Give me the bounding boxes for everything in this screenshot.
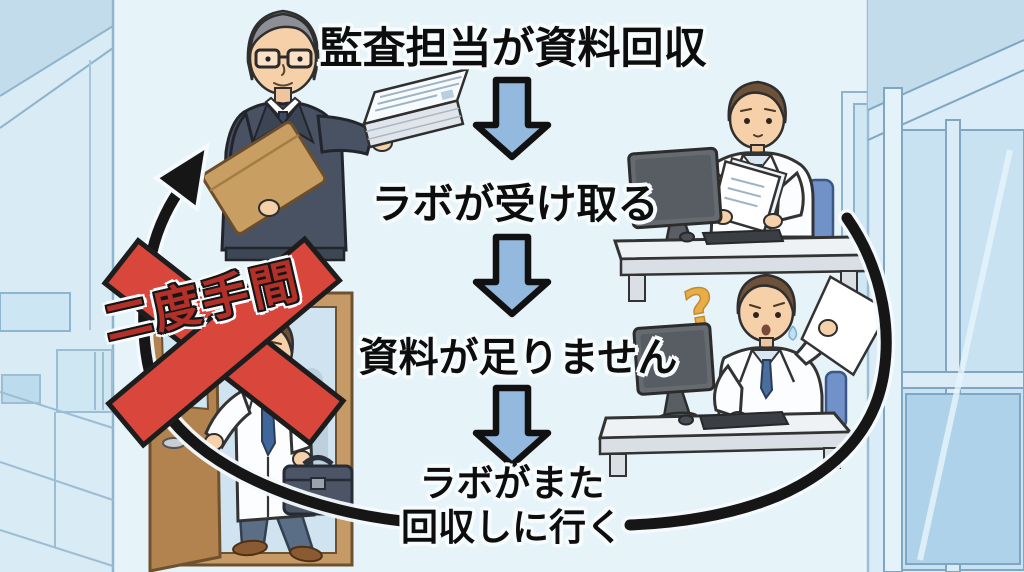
- step-label-line2: 回収しに行く: [401, 505, 623, 549]
- monitor: [632, 322, 716, 425]
- sweat-drop: [788, 325, 798, 341]
- flow-arrow-down-1: [472, 76, 552, 161]
- worker2-hair: [736, 273, 796, 317]
- lab-worker-desk-illustration: [612, 80, 871, 302]
- mouse: [678, 414, 694, 426]
- step-label-lab-collects-again: ラボがまた 回収しに行く: [352, 462, 672, 549]
- right-window-wall: [866, 0, 1024, 572]
- keyboard: [698, 410, 790, 431]
- flow-arrow-down-3: [472, 384, 552, 469]
- flow-arrows: [472, 76, 552, 469]
- shoe: [289, 545, 323, 563]
- left-wall: [0, 0, 115, 572]
- step-label-lab-receives: ラボが受け取る: [371, 180, 659, 228]
- mouse: [679, 231, 695, 243]
- keyboard: [701, 228, 785, 246]
- step-label-line1: ラボがまた: [419, 462, 605, 505]
- worker1-hair: [727, 80, 787, 124]
- worker2-tie: [759, 359, 774, 400]
- lab-worker-confused-illustration: ?: [597, 273, 891, 477]
- shoe: [232, 539, 268, 557]
- step-label-audit-collects: 監査担当が資料回収: [319, 24, 707, 74]
- blank-paper: [800, 275, 891, 377]
- document-stack: [362, 67, 470, 149]
- flow-arrow-down-2: [472, 233, 552, 318]
- cycle-arrow-right: [624, 212, 892, 531]
- folder: [201, 121, 327, 235]
- step-label-docs-missing: 資料が足りません: [358, 335, 678, 381]
- red-cross-icon: [101, 235, 347, 449]
- auditor-illustration: [201, 9, 470, 262]
- cycle-arrowhead-icon: [152, 141, 210, 213]
